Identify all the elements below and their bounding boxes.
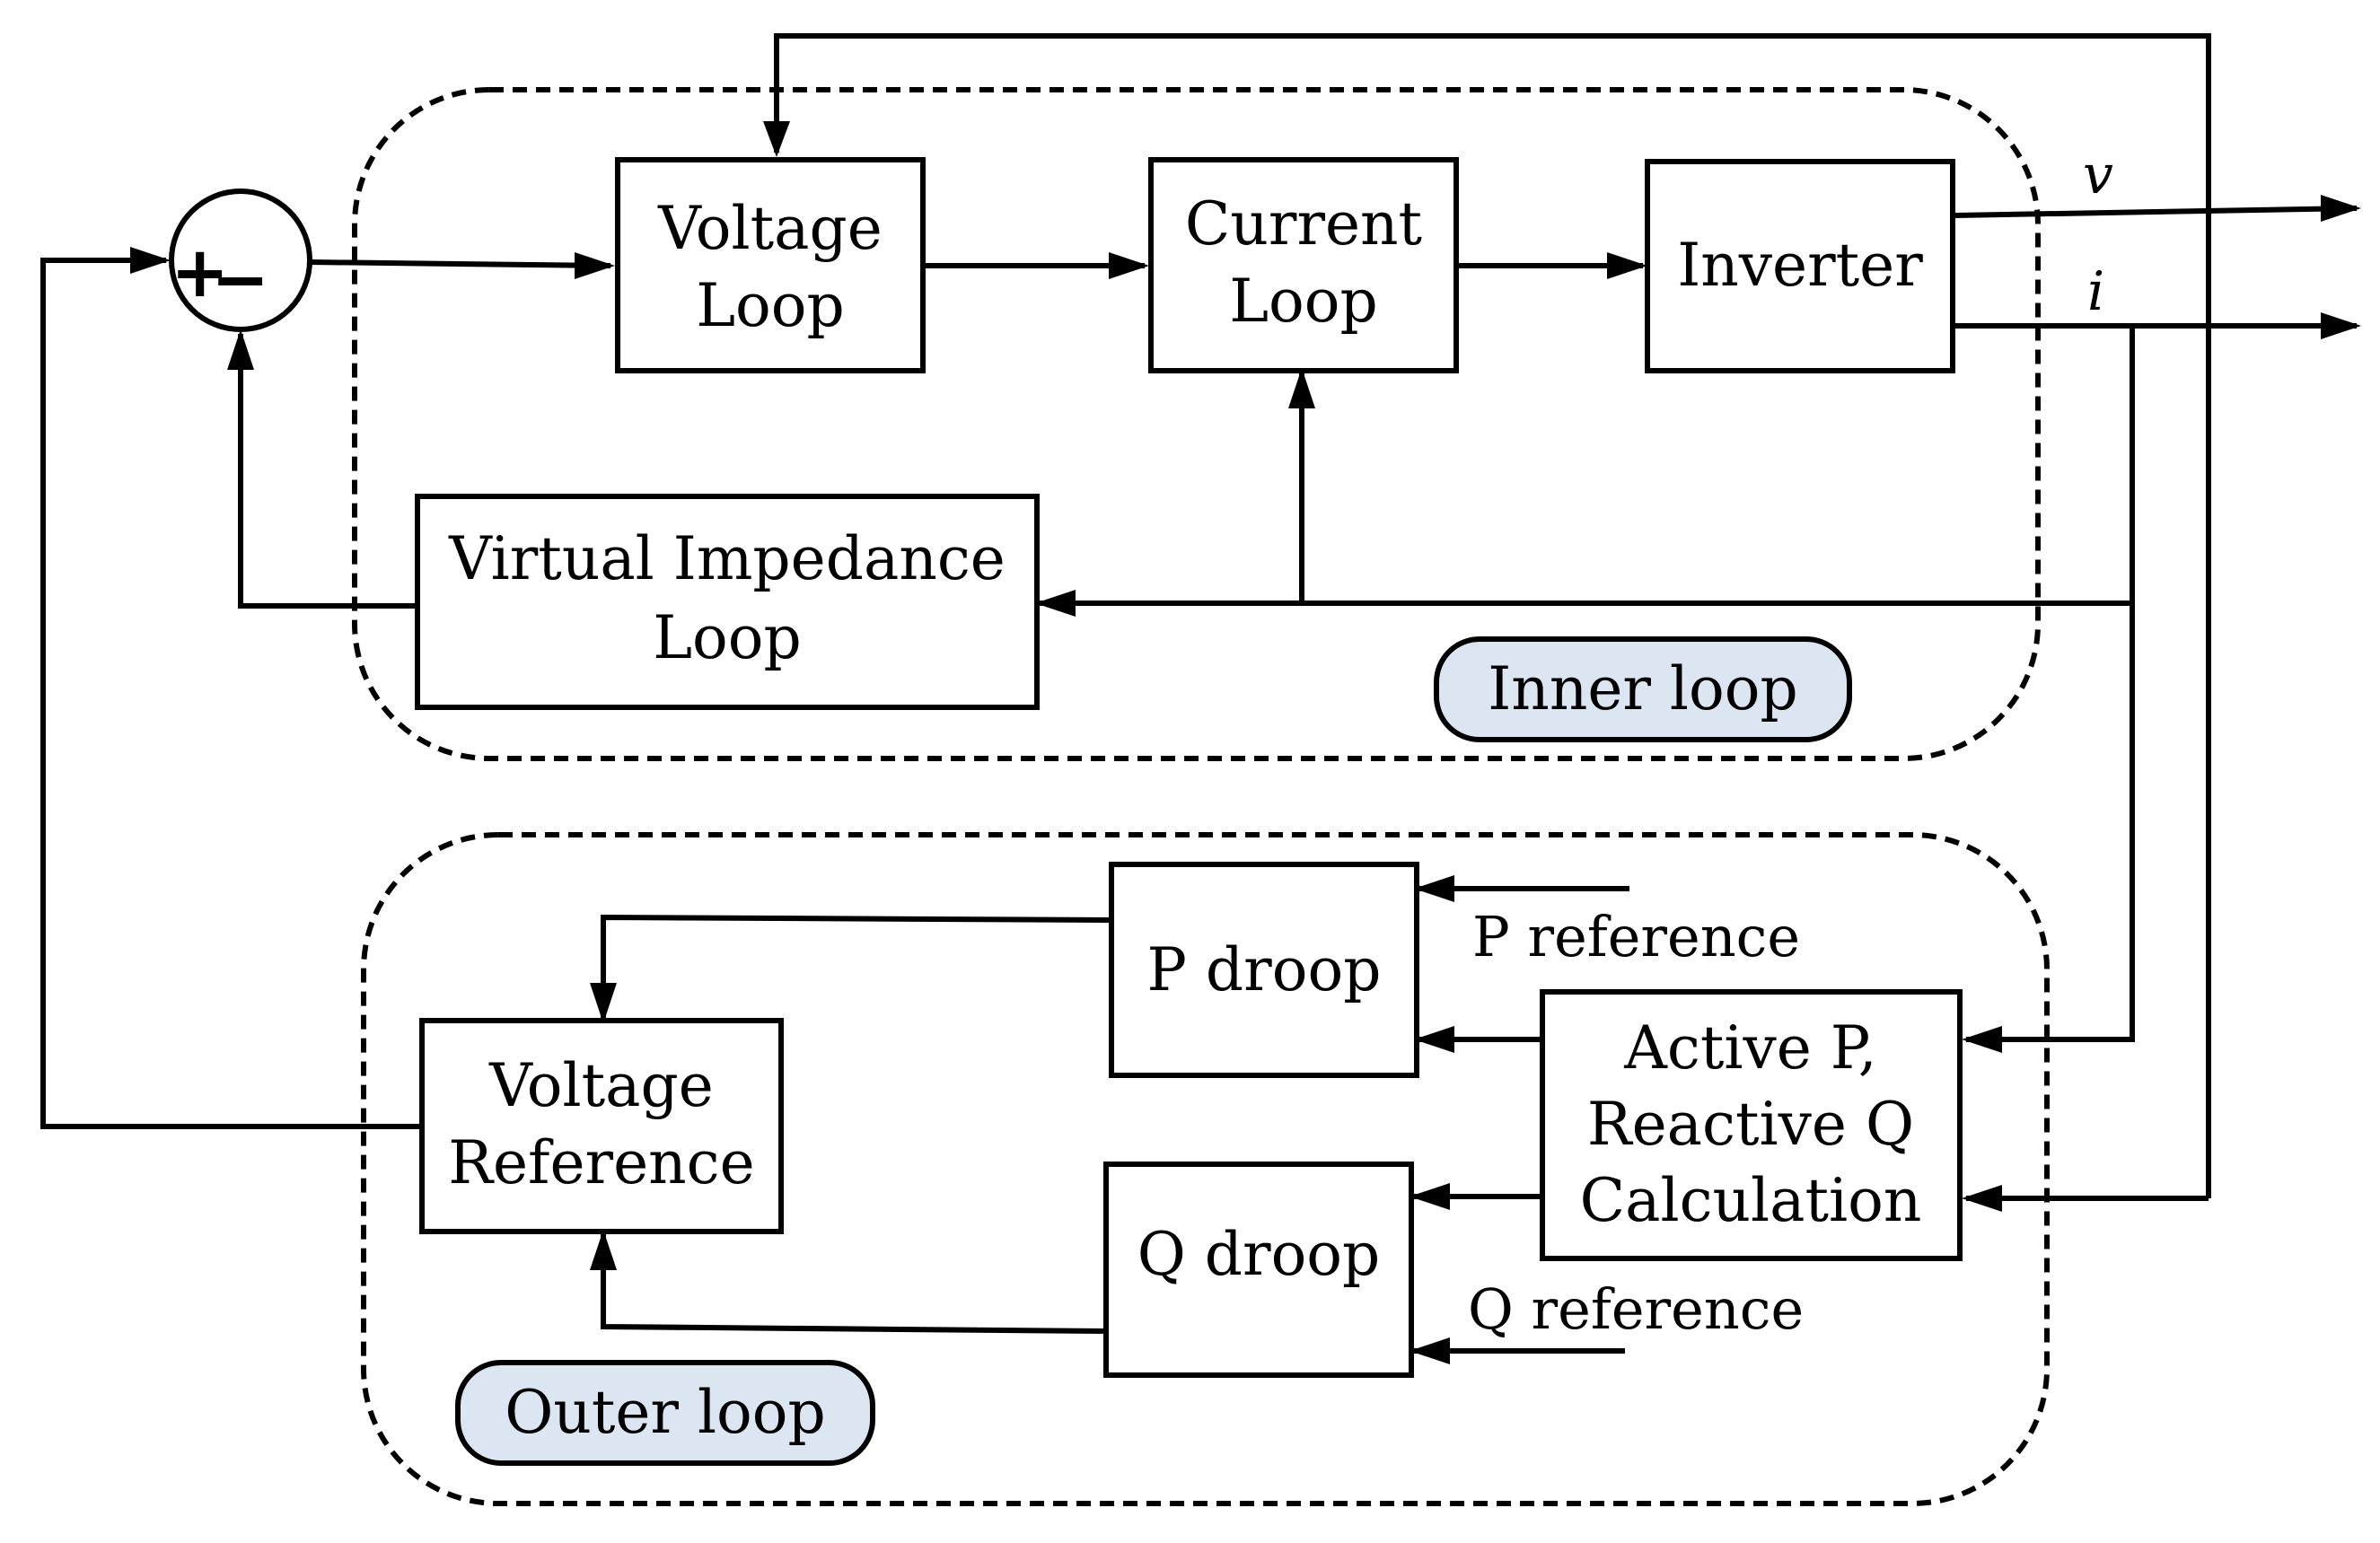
arrowhead-current-loop-bottom	[1288, 368, 1315, 408]
pq-calculation-label-line1: Active P,	[1623, 1013, 1877, 1083]
summing-junction: + −	[169, 188, 312, 332]
signal-v-label: v	[2083, 144, 2113, 206]
arrowhead-voltage-reference-top	[590, 983, 617, 1023]
inverter-label: Inverter	[1677, 231, 1923, 300]
p-droop-block: P droop	[1109, 862, 1419, 1078]
inner-loop-tag: Inner loop	[1434, 636, 1852, 742]
wire-sum-to-voltage-loop	[309, 259, 611, 268]
inner-loop-group	[352, 87, 2041, 761]
arrowhead-sum-left	[130, 247, 171, 274]
wire-virtual-impedance-to-sum	[238, 334, 417, 609]
arrowheads	[130, 121, 2361, 1364]
arrowhead-i-output	[2321, 312, 2361, 339]
inner-loop-label: Inner loop	[1488, 654, 1798, 723]
voltage-loop-label-line2: Loop	[696, 271, 845, 340]
p-droop-label: P droop	[1147, 935, 1382, 1004]
voltage-reference-label-line1: Voltage	[488, 1051, 714, 1120]
voltage-loop-block: Voltage Loop	[615, 157, 926, 373]
outer-loop-tag: Outer loop	[455, 1360, 875, 1466]
arrowhead-voltage-loop-left	[575, 252, 615, 279]
wire-top-feedback	[774, 33, 2211, 1198]
p-reference-label: P reference	[1472, 904, 1800, 969]
arrowhead-calc-upper	[1962, 1026, 2002, 1053]
arrowhead-p-droop-reference	[1414, 875, 1454, 902]
arrowhead-q-droop-calc	[1410, 1183, 1450, 1210]
outer-loop-label: Outer loop	[505, 1378, 826, 1447]
arrowhead-calc-lower	[1962, 1185, 2002, 1212]
arrowhead-sum-bottom	[227, 329, 254, 370]
arrowhead-current-loop-left	[1109, 252, 1149, 279]
arrowhead-p-droop-calc	[1414, 1026, 1454, 1053]
current-loop-label-line2: Loop	[1229, 267, 1378, 336]
voltage-reference-block: Voltage Reference	[419, 1018, 784, 1234]
voltage-reference-label-line2: Reference	[448, 1128, 754, 1197]
inverter-block: Inverter	[1645, 159, 1955, 373]
wire-q-droop-to-voltage-reference	[601, 1234, 1107, 1334]
pq-calculation-block: Active P, Reactive Q Calculation	[1540, 989, 1963, 1261]
q-droop-label: Q droop	[1137, 1220, 1381, 1289]
arrowhead-inverter-left	[1607, 252, 1647, 279]
pq-calculation-label-line2: Reactive Q	[1587, 1090, 1914, 1159]
arrowhead-voltage-reference-bottom	[590, 1230, 617, 1270]
virtual-impedance-loop-block: Virtual Impedance Loop	[415, 494, 1040, 710]
current-loop-block: Current Loop	[1148, 157, 1459, 373]
wire-v-output	[1954, 206, 2358, 218]
wire-p-droop-to-voltage-reference	[601, 914, 1112, 1019]
outer-loop-group	[361, 832, 2050, 1506]
arrowhead-q-droop-reference	[1410, 1337, 1450, 1364]
wire-voltage-reference-to-sum	[40, 258, 422, 1129]
voltage-loop-label-line1: Voltage	[657, 194, 883, 263]
arrowhead-voltage-loop-top	[763, 121, 790, 157]
pq-calculation-label-line3: Calculation	[1580, 1166, 1922, 1235]
q-reference-label: Q reference	[1468, 1276, 1804, 1342]
summing-plus: +	[171, 232, 229, 313]
virtual-impedance-label-line2: Loop	[653, 603, 802, 672]
virtual-impedance-label-line1: Virtual Impedance	[448, 524, 1006, 593]
current-loop-label-line1: Current	[1185, 189, 1422, 259]
q-droop-block: Q droop	[1103, 1162, 1414, 1378]
signal-i-label: i	[2087, 260, 2104, 323]
wire-i-branch	[1966, 326, 2135, 1042]
summing-minus: −	[211, 240, 269, 320]
arrowhead-virtual-impedance	[1035, 590, 1076, 617]
arrowhead-v-output	[2321, 195, 2361, 222]
